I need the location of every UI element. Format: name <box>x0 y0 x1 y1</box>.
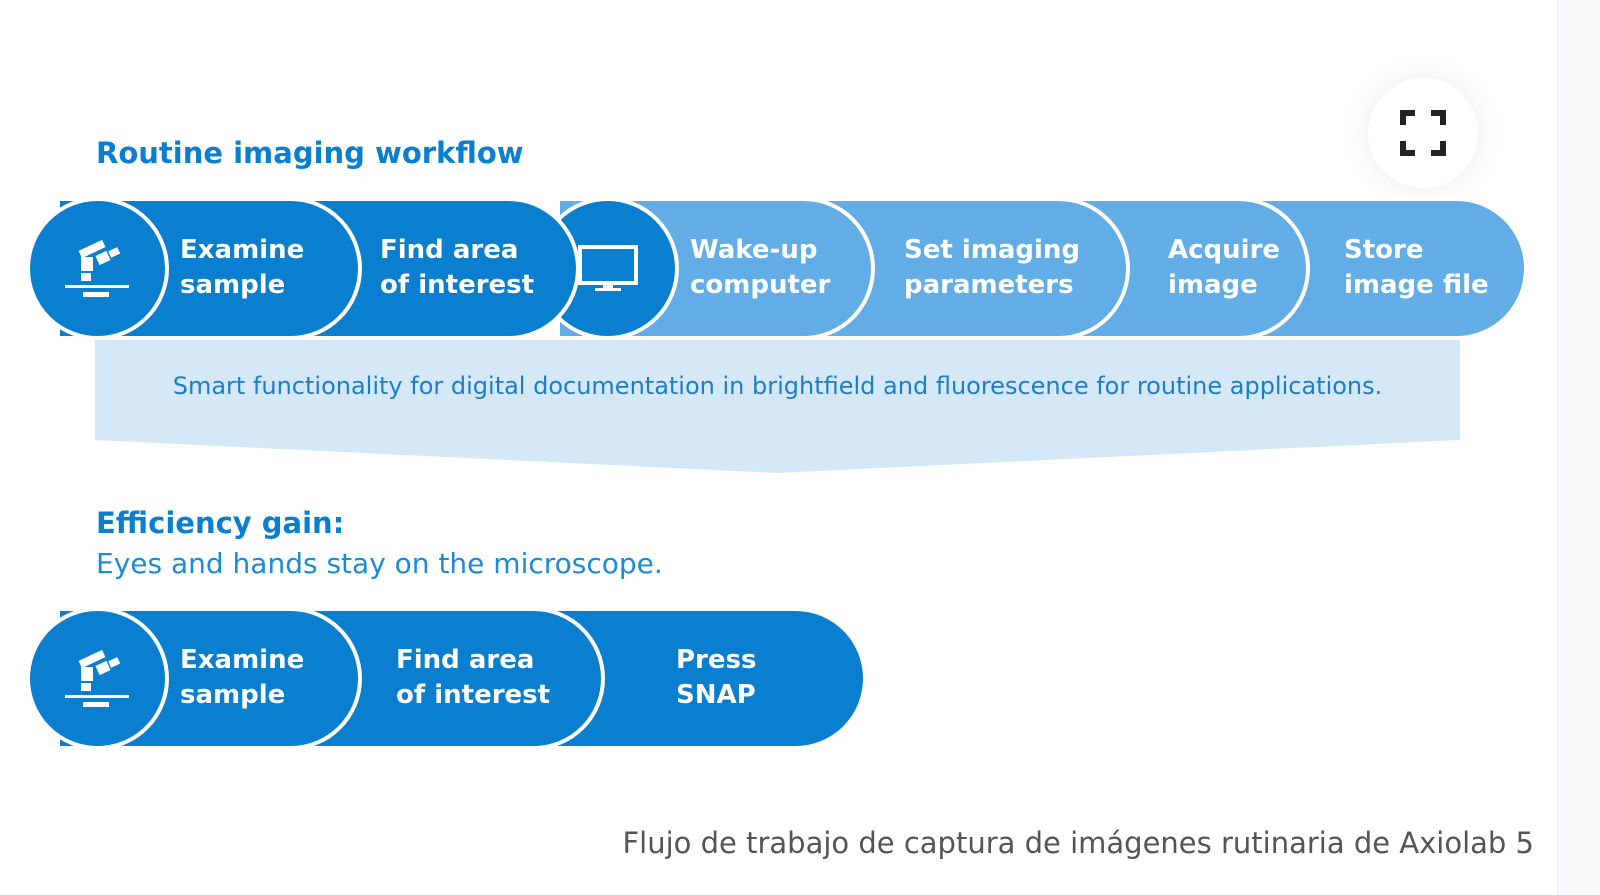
step-label: Examine <box>180 645 305 675</box>
step-label: Find area <box>380 235 519 265</box>
microscope-icon <box>26 607 169 750</box>
step-label: Press <box>676 645 757 675</box>
page-edge <box>1557 0 1600 895</box>
figure-caption: Flujo de trabajo de captura de imágenes … <box>622 826 1535 860</box>
step-label: of interest <box>380 270 535 300</box>
banner-text: Smart functionality for digital document… <box>172 372 1383 400</box>
step-label: image file <box>1344 270 1489 300</box>
step-label: Acquire <box>1168 235 1281 265</box>
step-label: sample <box>180 680 286 710</box>
workflow-title: Routine imaging workflow <box>96 136 524 170</box>
step-label: of interest <box>396 680 551 710</box>
step-label: parameters <box>904 270 1074 300</box>
banner-arrow <box>95 340 1460 473</box>
fullscreen-icon <box>1400 110 1446 156</box>
efficiency-subtitle: Eyes and hands stay on the microscope. <box>96 547 663 580</box>
step-label: Find area <box>396 645 535 675</box>
microscope-icon <box>26 197 169 340</box>
step-label: computer <box>690 270 831 300</box>
fullscreen-button[interactable] <box>1368 78 1478 188</box>
step-label: sample <box>180 270 286 300</box>
step-label: Set imaging <box>904 235 1081 265</box>
step-label: image <box>1168 270 1258 300</box>
efficiency-title: Efficiency gain: <box>96 506 345 540</box>
step-label: Store <box>1344 235 1424 265</box>
step-label: Examine <box>180 235 305 265</box>
step-label: Wake-up <box>690 235 818 265</box>
step-label: SNAP <box>676 680 756 710</box>
workflow-row: Store image file Acquire image Set imaging… <box>0 197 1600 340</box>
